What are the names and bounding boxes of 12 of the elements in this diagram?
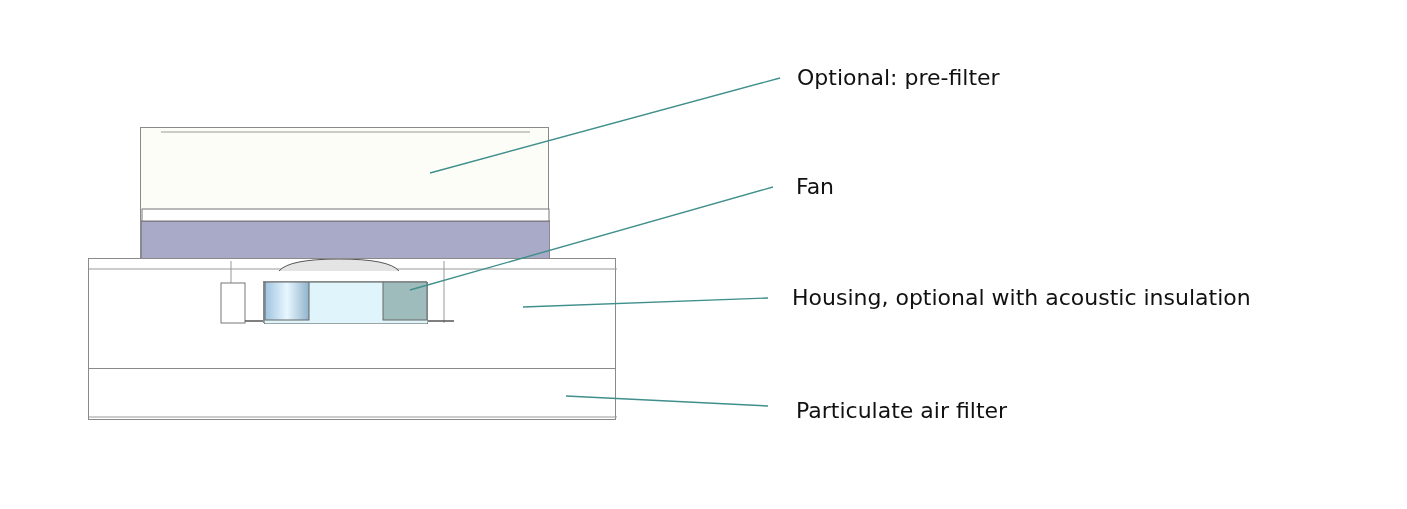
- leader-line: [429, 77, 781, 174]
- pre-filter-drawing: [140, 127, 549, 258]
- callout-label: Housing, optional with acoustic insulation: [792, 285, 1251, 311]
- callout-label: Fan: [796, 174, 835, 200]
- callout-label: Particulate air filter: [796, 398, 1008, 424]
- fan-drawing: [263, 281, 427, 323]
- housing-drawing: [88, 258, 616, 369]
- leader-line: [522, 297, 769, 308]
- leader-line: [409, 186, 774, 291]
- air-filter-drawing: [88, 368, 616, 420]
- callout-label: Optional: pre-filter: [797, 65, 1000, 91]
- leader-line: [565, 395, 769, 407]
